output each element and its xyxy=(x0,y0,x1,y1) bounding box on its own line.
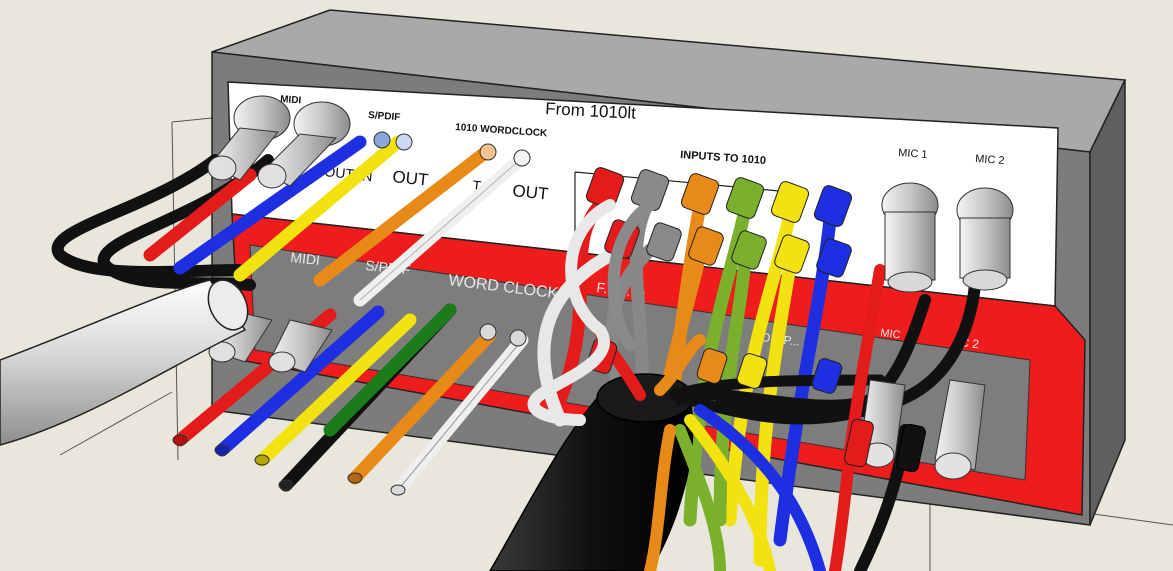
label-inputs: INPUTS TO 1010 xyxy=(680,149,767,167)
label-wordclock-t: T xyxy=(472,177,483,194)
white-cable-hose xyxy=(0,279,249,446)
mic-xlr-upper xyxy=(881,182,1014,293)
label-spdif-top: S/PDIF xyxy=(368,110,401,123)
white-loop-cable xyxy=(527,199,616,426)
label-mic2: MIC 2 xyxy=(975,153,1005,167)
xlr-connector xyxy=(207,95,291,181)
box-title: From 1010lt xyxy=(545,99,637,123)
lower-left-cables xyxy=(173,303,529,497)
label-mic-bottom: MIC xyxy=(880,327,902,341)
label-wordclock-out: OUT xyxy=(512,181,550,204)
label-mic1: MIC 1 xyxy=(898,147,928,161)
lower-left-tips xyxy=(172,323,527,496)
mic-xlr-lower xyxy=(844,379,986,480)
gray-loop-cable xyxy=(607,199,656,351)
midi-xlr-connectors xyxy=(207,95,351,189)
upper-cables xyxy=(51,135,529,307)
xlr-connector xyxy=(257,101,351,189)
label-spdif-out: OUT xyxy=(392,167,430,190)
rca-tips-top xyxy=(373,131,531,167)
label-midi-top: MIDI xyxy=(280,94,302,106)
label-midi-bottom: MIDI xyxy=(290,249,321,268)
